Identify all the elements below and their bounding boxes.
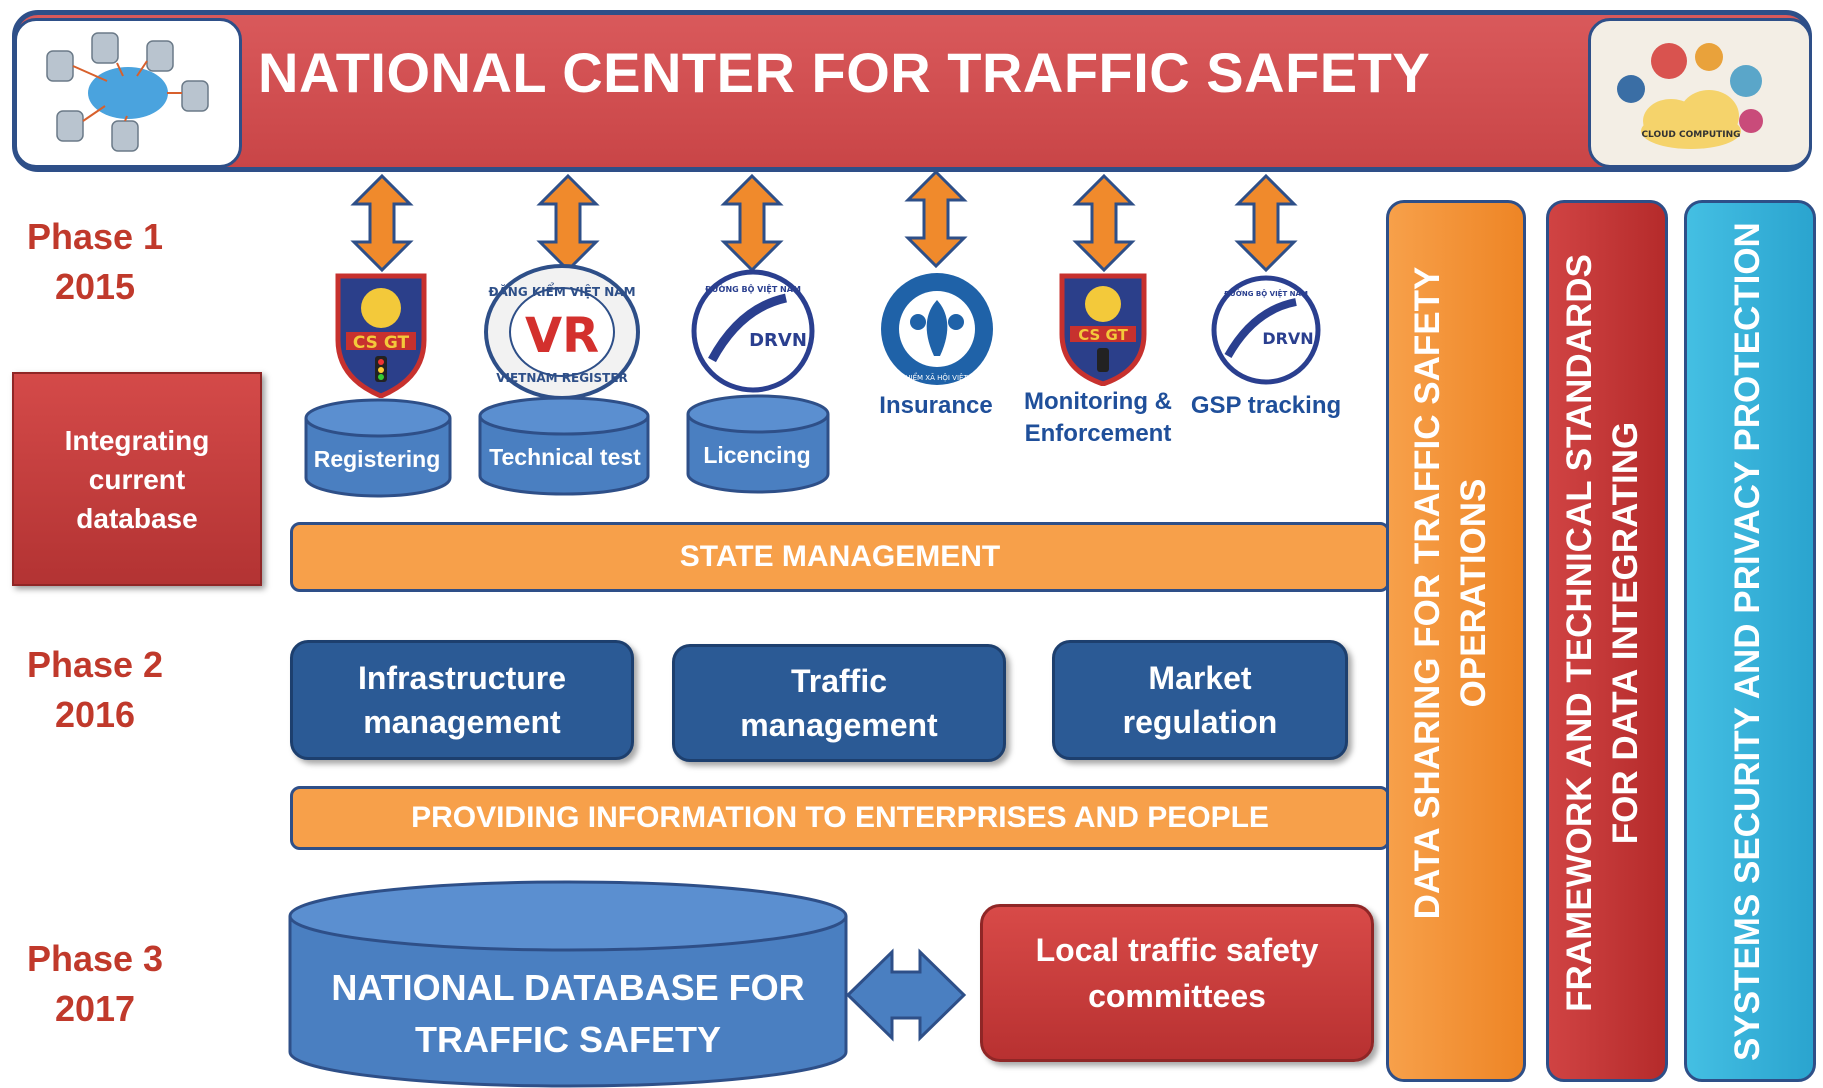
traffic-line1: Traffic [790,663,887,699]
drvn-logo: ĐƯỜNG BỘ VIỆT NAM DRVN [691,269,815,393]
phase-3-title: Phase 3 [26,938,164,979]
header-banner [12,10,1812,172]
registering-label: Registering [313,446,441,472]
svg-text:DRVN: DRVN [1262,329,1313,348]
integrating-line3: database [76,502,198,534]
national-database-label: NATIONAL DATABASE FOR TRAFFIC SAFETY [300,962,836,1066]
integrating-line1: Integrating [64,424,210,456]
monitoring-line1: Monitoring & [1024,388,1172,415]
data-sharing-column: DATA SHARING FOR TRAFFIC SAFETY OPERATIO… [1386,200,1526,1082]
local-committees-box: Local traffic safety committees [980,904,1374,1062]
svg-text:ĐĂNG KIỂM VIỆT NAM: ĐĂNG KIỂM VIỆT NAM [488,282,635,299]
national-db-line2: TRAFFIC SAFETY [415,1019,721,1060]
phase-2-year: 2016 [54,694,136,735]
technical-test-label: Technical test [489,444,641,470]
phase-3-year: 2017 [54,988,136,1029]
cylinder-licencing [686,394,830,494]
svg-text:CLOUD COMPUTING: CLOUD COMPUTING [1641,130,1740,140]
licencing-label: Licencing [703,442,811,468]
data-sharing-line1: DATA SHARING FOR TRAFFIC SAFETY [1408,266,1447,920]
integrating-database-box: Integrating current database [12,372,262,586]
market-line2: regulation [1122,704,1278,740]
phase-1-label: Phase 1 2015 [0,212,190,312]
phase-2-title: Phase 2 [26,644,164,685]
svg-text:CS GT: CS GT [353,333,410,353]
csgt-badge-icon-2: CS GT [1059,273,1147,386]
phase-3-label: Phase 3 2017 [0,934,190,1034]
phase-1-year: 2015 [54,266,136,307]
cylinder-national-database [288,880,848,1088]
svg-text:VR: VR [525,308,599,364]
insurance-label: Insurance [879,392,993,419]
cloud-computing-icon: CLOUD COMPUTING [1588,18,1812,168]
framework-line1: FRAMEWORK AND TECHNICAL STANDARDS [1560,254,1599,1012]
traffic-line2: management [740,707,938,743]
infrastructure-management-box: Infrastructure management [290,640,634,760]
framework-standards-column: FRAMEWORK AND TECHNICAL STANDARDS FOR DA… [1546,200,1668,1082]
csgt-badge-icon: CS GT [335,273,427,398]
svg-text:ĐƯỜNG BỘ VIỆT NAM: ĐƯỜNG BỘ VIỆT NAM [1224,289,1308,298]
market-regulation-box: Market regulation [1052,640,1348,760]
state-management-bar: STATE MANAGEMENT [290,522,1390,592]
gsp-tracking-label: GSP tracking [1190,392,1342,419]
svg-text:DRVN: DRVN [749,330,807,351]
monitoring-label: Monitoring & Enforcement [1008,386,1188,450]
svg-text:BẢO HIỂM XÃ HỘI VIỆT NAM: BẢO HIỂM XÃ HỘI VIỆT NAM [888,372,986,382]
infrastructure-line2: management [363,704,561,740]
phase-2-label: Phase 2 2016 [0,640,190,740]
cylinder-registering [304,398,452,498]
svg-text:VIETNAM REGISTER: VIETNAM REGISTER [496,371,628,385]
data-sharing-line2: OPERATIONS [1454,478,1493,708]
security-privacy-column: SYSTEMS SECURITY AND PRIVACY PROTECTION [1684,200,1816,1082]
market-line1: Market [1148,660,1252,696]
infrastructure-line1: Infrastructure [357,660,567,696]
security-line1: SYSTEMS SECURITY AND PRIVACY PROTECTION [1728,222,1767,1061]
monitoring-line2: Enforcement [1024,420,1172,447]
local-line1: Local traffic safety [1035,932,1319,968]
svg-text:CS GT: CS GT [1078,326,1128,344]
drvn-logo-2: ĐƯỜNG BỘ VIỆT NAM DRVN [1211,275,1321,385]
traffic-management-box: Traffic management [672,644,1006,762]
horizontal-double-arrow [845,948,967,1042]
integrating-line2: current [88,463,186,495]
providing-information-bar: PROVIDING INFORMATION TO ENTERPRISES AND… [290,786,1390,850]
vietnam-register-logo: ĐĂNG KIỂM VIỆT NAM VIETNAM REGISTER VR [484,264,640,400]
svg-text:ĐƯỜNG BỘ VIỆT NAM: ĐƯỜNG BỘ VIỆT NAM [705,283,801,294]
national-db-line1: NATIONAL DATABASE FOR [331,967,805,1008]
database-network-icon [14,18,242,168]
phase-1-title: Phase 1 [26,216,164,257]
page-title: NATIONAL CENTER FOR TRAFFIC SAFETY [258,41,1431,104]
framework-line2: FOR DATA INTEGRATING [1606,421,1645,845]
cylinder-technical-test [478,396,650,496]
social-insurance-logo: BẢO HIỂM XÃ HỘI VIỆT NAM [881,273,993,385]
local-line2: committees [1088,978,1266,1014]
